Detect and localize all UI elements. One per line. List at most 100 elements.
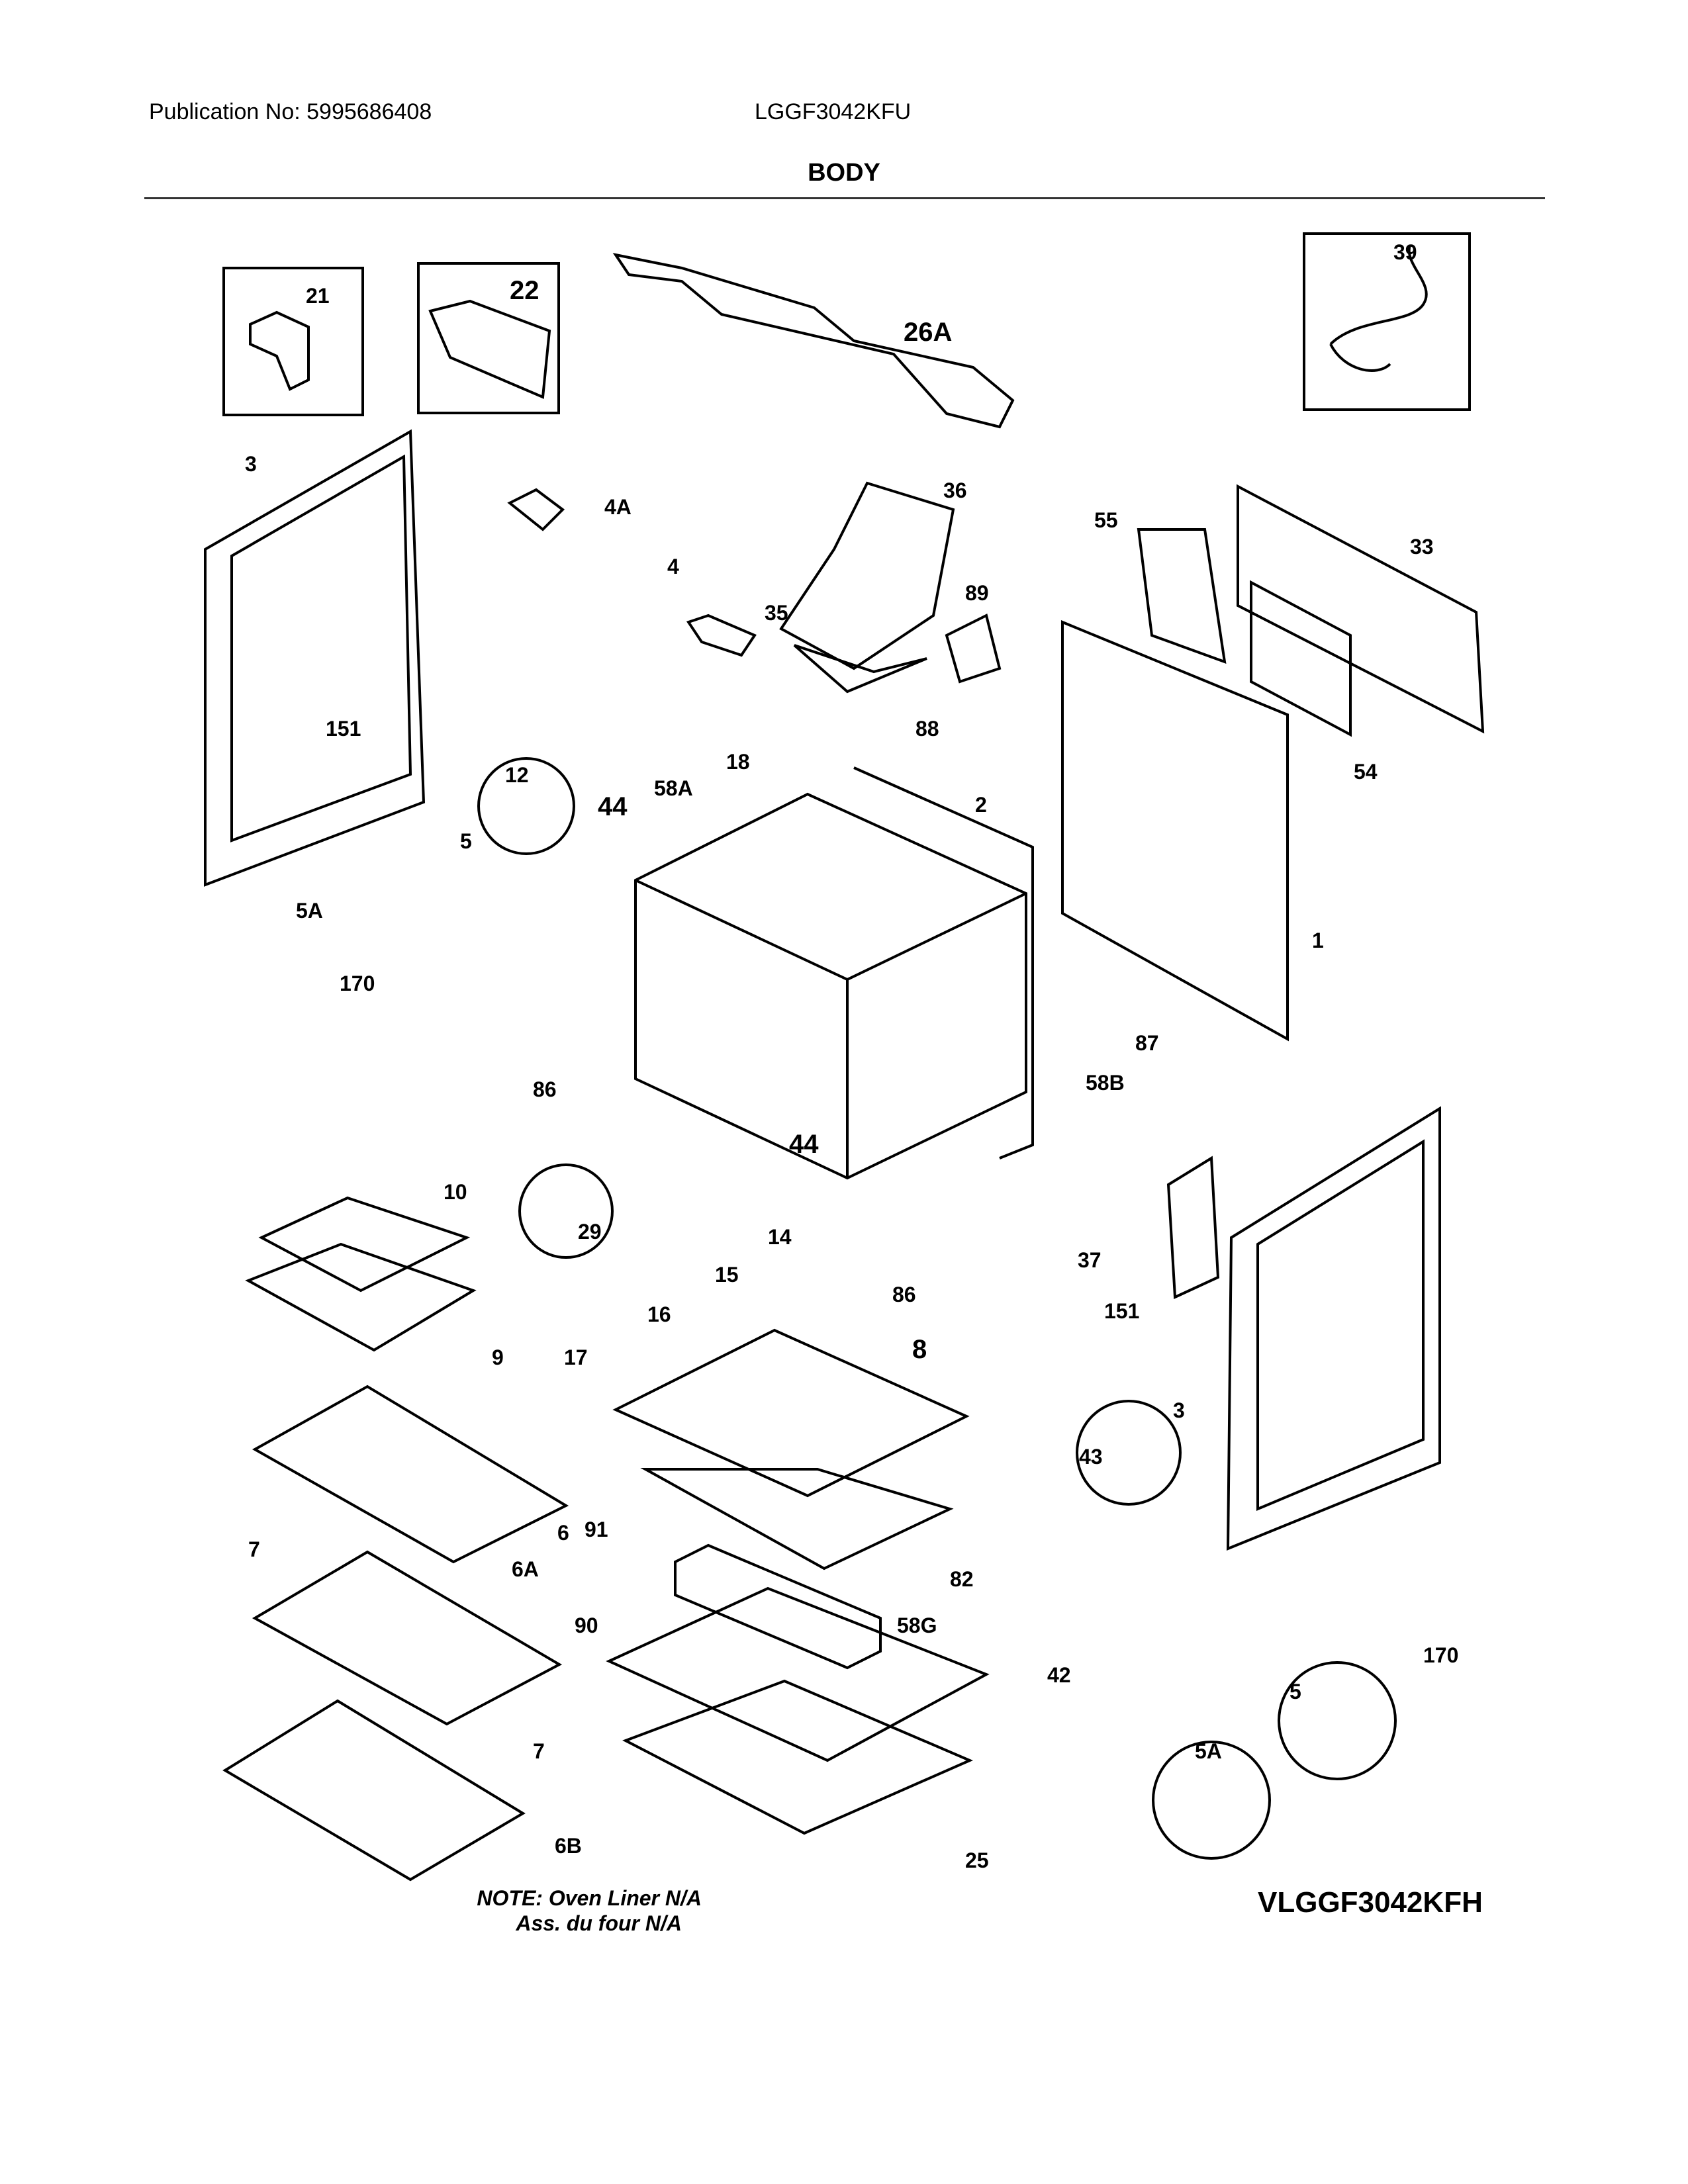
inset-circle-5A (1152, 1741, 1271, 1860)
part-89-shape (945, 614, 1002, 684)
callout-44-top: 44 (598, 792, 628, 821)
part-82-shape (640, 1468, 954, 1570)
note-line-2: Ass. du four N/A (516, 1911, 682, 1935)
callout-6: 6 (557, 1521, 569, 1545)
callout-22: 22 (510, 276, 539, 305)
part-36-shape (779, 481, 955, 670)
part-3-right-panel (1226, 1106, 1441, 1551)
callout-91: 91 (585, 1518, 608, 1541)
inset-circle-43 (1076, 1400, 1182, 1506)
callout-26A: 26A (904, 318, 952, 347)
part-1-rear-panel (1061, 620, 1289, 1042)
callout-17: 17 (564, 1345, 588, 1369)
callout-10: 10 (444, 1180, 467, 1204)
callout-86-left: 86 (533, 1077, 557, 1101)
callout-1: 1 (1312, 929, 1324, 952)
callout-170-left: 170 (340, 972, 375, 995)
header-rule (144, 197, 1545, 199)
callout-43: 43 (1079, 1445, 1103, 1469)
oven-cavity-edges (635, 879, 1027, 1178)
callout-12: 12 (505, 763, 529, 787)
part-6B-rack (222, 1699, 526, 1882)
callout-89: 89 (965, 581, 989, 605)
section-title: BODY (808, 159, 880, 187)
part-58G-shape (674, 1543, 882, 1670)
diagram-code: VLGGF3042KFH (1258, 1886, 1483, 1919)
part-25-shape (622, 1679, 974, 1835)
part-10-shape (258, 1196, 471, 1293)
callout-5-left: 5 (460, 829, 472, 853)
callout-87: 87 (1135, 1031, 1159, 1055)
part-42-shape (606, 1586, 990, 1762)
callout-33: 33 (1410, 535, 1434, 559)
callout-18: 18 (726, 750, 750, 774)
callout-16: 16 (647, 1302, 671, 1326)
callout-151-right: 151 (1104, 1299, 1139, 1323)
callout-3-right: 3 (1173, 1398, 1185, 1422)
callout-58A: 58A (654, 776, 693, 800)
callout-2: 2 (975, 793, 987, 817)
part-55-shape (1137, 528, 1227, 664)
inset-box-39 (1303, 232, 1471, 411)
callout-7-bottom: 7 (533, 1739, 545, 1763)
callout-3-left: 3 (245, 452, 257, 476)
part-39-shape (1329, 244, 1428, 372)
part-6-rack (252, 1385, 569, 1564)
inset-box-21 (222, 267, 364, 416)
callout-5A-right: 5A (1195, 1739, 1222, 1763)
callout-7-top: 7 (248, 1537, 260, 1561)
callout-42: 42 (1047, 1663, 1071, 1687)
callout-14: 14 (768, 1225, 792, 1249)
inset-circle-12 (477, 757, 575, 855)
part-58B-insulation (853, 766, 1034, 1160)
part-35-shape (793, 644, 927, 694)
part-6A-rack (252, 1550, 563, 1726)
callout-39: 39 (1393, 240, 1417, 264)
part-3-right-inner (1256, 1139, 1425, 1512)
callout-58B: 58B (1086, 1071, 1125, 1095)
callout-36: 36 (943, 478, 967, 502)
callout-8: 8 (912, 1335, 927, 1364)
note-line-1: NOTE: Oven Liner N/A (477, 1886, 702, 1910)
callout-5A-left: 5A (296, 899, 323, 923)
callout-170-right: 170 (1423, 1643, 1458, 1667)
part-4A-shape (507, 488, 565, 531)
inset-circle-5 (1278, 1661, 1397, 1780)
callout-4A: 4A (604, 495, 632, 519)
callout-44-bottom: 44 (789, 1130, 819, 1159)
oven-cavity (634, 792, 1027, 1180)
callout-35: 35 (765, 601, 788, 625)
inset-box-22 (417, 262, 560, 414)
part-33-shape (1237, 484, 1485, 734)
callout-151-left: 151 (326, 717, 361, 741)
callout-5-right: 5 (1289, 1680, 1301, 1704)
part-26A-shape (612, 253, 1015, 429)
callout-4: 4 (667, 555, 679, 578)
callout-29: 29 (578, 1220, 602, 1244)
callout-54: 54 (1354, 760, 1378, 784)
callout-86-right: 86 (892, 1283, 916, 1306)
callout-37: 37 (1078, 1248, 1102, 1272)
callout-82: 82 (950, 1567, 974, 1591)
callout-9: 9 (492, 1345, 504, 1369)
callout-58G: 58G (897, 1614, 937, 1637)
part-3-left-panel (204, 429, 426, 887)
part-9-shape (245, 1242, 477, 1352)
part-8-shape (612, 1328, 970, 1498)
callout-6A: 6A (512, 1557, 539, 1581)
part-3-left-inner (230, 454, 412, 842)
callout-6B: 6B (555, 1834, 582, 1858)
part-151-right-shape (1166, 1156, 1220, 1300)
callout-88: 88 (915, 717, 939, 741)
model-number: LGGF3042KFU (755, 99, 912, 124)
callout-15: 15 (715, 1263, 739, 1287)
part-54-shape (1250, 580, 1352, 737)
callout-25: 25 (965, 1848, 989, 1872)
publication-number: Publication No: 5995686408 (149, 99, 432, 124)
part-21-shape (249, 310, 310, 391)
part-22-shape (428, 299, 551, 399)
callout-21: 21 (306, 284, 330, 308)
inset-circle-29 (518, 1163, 614, 1259)
part-4-shape (686, 614, 757, 657)
